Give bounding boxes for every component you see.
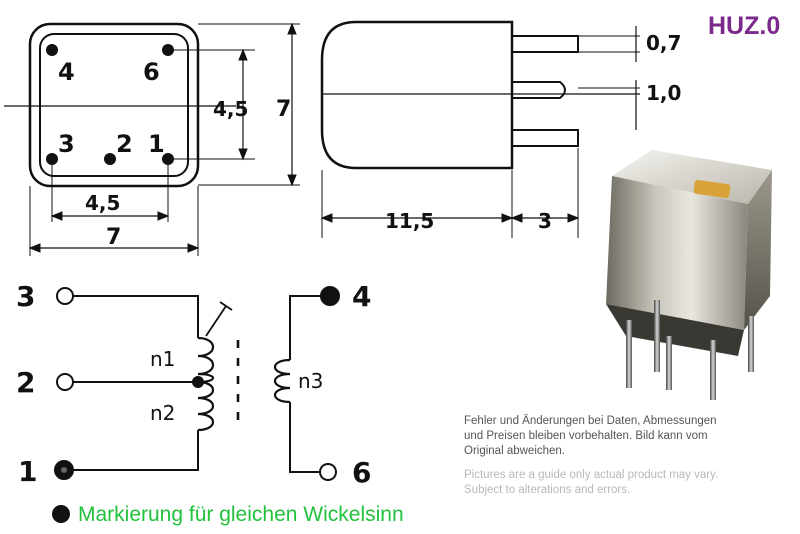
disclaimer-en-line: Pictures are a guide only actual product… [464,469,719,481]
wire-1 [73,430,199,471]
legend-text: Markierung für gleichen Wickelsinn [78,503,404,526]
top-pin-4 [46,44,58,56]
can-top [612,150,772,204]
dim-pitch-label: 1,0 [646,81,681,105]
disclaimer-de-line: Fehler und Änderungen bei Daten, Abmessu… [464,415,717,427]
side-view-pin-middle [512,81,566,99]
pin-d [710,340,716,400]
marking-dot [52,505,70,523]
dim-inner-h-arrow-bottom [238,148,248,161]
dim-inner-w-arrow-left [50,211,63,221]
top-pin-2-label: 2 [116,130,133,158]
dim-body-arrow-left [320,213,333,223]
top-pin-1 [162,153,174,165]
terminal-4 [320,286,340,306]
adjust-arrow [205,305,227,337]
winding-n2-label: n2 [150,401,175,425]
disclaimer-de-line: und Preisen bleiben vorbehalten. Bild ka… [464,430,708,442]
disclaimer-de: Fehler und Änderungen bei Daten, Abmessu… [464,414,800,459]
top-pin-6-label: 6 [143,58,160,86]
side-view [320,20,640,238]
disclaimer-en-line: Subject to alterations and errors. [464,484,631,496]
top-view-outer-outline [28,22,200,188]
winding-n1 [197,336,215,384]
dim-lead-arrow-left [510,213,523,223]
winding-n3-label: n3 [298,369,323,393]
wire-6 [289,402,320,473]
side-view-pin-upper [512,35,579,53]
dim-outer-w-arrow-left [28,243,41,253]
dim-outer-h-arrow-top [287,22,297,35]
dim-outer-w-label: 7 [106,225,121,250]
dim-lead-label: 3 [538,209,552,233]
top-pin-4-label: 4 [58,58,75,86]
product-photo [606,150,772,400]
side-view-labels: 0,7 1,0 11,5 3 [385,31,681,233]
disclaimer-en: Pictures are a guide only actual product… [464,468,800,498]
pin-b [654,300,660,372]
can-side [744,170,772,330]
wire-3 [73,295,199,338]
side-view-body [320,20,514,170]
terminal-3-label: 3 [16,280,35,313]
dim-inner-h-label: 4,5 [213,97,248,121]
can-front [606,176,748,330]
tap-node [192,376,204,388]
top-pin-6 [162,44,174,56]
model-label: HUZ.0 [708,12,781,40]
terminal-6-label: 6 [352,456,371,489]
terminal-1-label: 1 [18,455,37,488]
dim-body-label: 11,5 [385,209,434,233]
dim-outer-w-arrow-right [187,243,200,253]
top-pin-3-label: 3 [58,130,75,158]
top-pin-3 [46,153,58,165]
dim-outer-h-arrow-bottom [287,174,297,187]
side-view-pin-lower [512,129,579,147]
terminal-4-label: 4 [352,280,371,313]
terminal-1-ring [61,467,67,473]
schematic [54,286,340,481]
dim-body-arrow-right [501,213,514,223]
pin-e [748,316,754,372]
winding-n1-label: n1 [150,347,175,371]
terminal-2 [56,373,74,391]
disclaimer-de-line: Original abweichen. [464,445,566,457]
top-view [4,22,300,256]
dim-outer-h-label: 7 [276,97,291,122]
dim-pin-label: 0,7 [646,31,681,55]
top-pin-1-label: 1 [148,130,165,158]
adjust-arrow-head [219,301,233,311]
pin-a [626,320,632,388]
winding-n3 [273,358,291,404]
top-view-inner-outline [39,33,189,177]
pin-c [666,336,672,390]
core-slug [693,179,731,199]
terminal-2-label: 2 [16,366,35,399]
schematic-labels: 3 2 1 4 6 n1 n2 n3 [16,280,371,489]
terminal-3 [56,287,74,305]
dim-inner-w-label: 4,5 [85,191,120,215]
dim-inner-w-arrow-right [157,211,170,221]
winding-n2 [197,380,215,432]
dim-lead-arrow-right [567,213,580,223]
dim-inner-h-arrow-top [238,48,248,61]
wire-4 [289,295,324,360]
terminal-6 [319,463,337,481]
top-view-labels: 4 6 3 2 1 4,5 7 4,5 7 [58,58,291,250]
base-plate [606,304,744,356]
top-pin-2 [104,153,116,165]
